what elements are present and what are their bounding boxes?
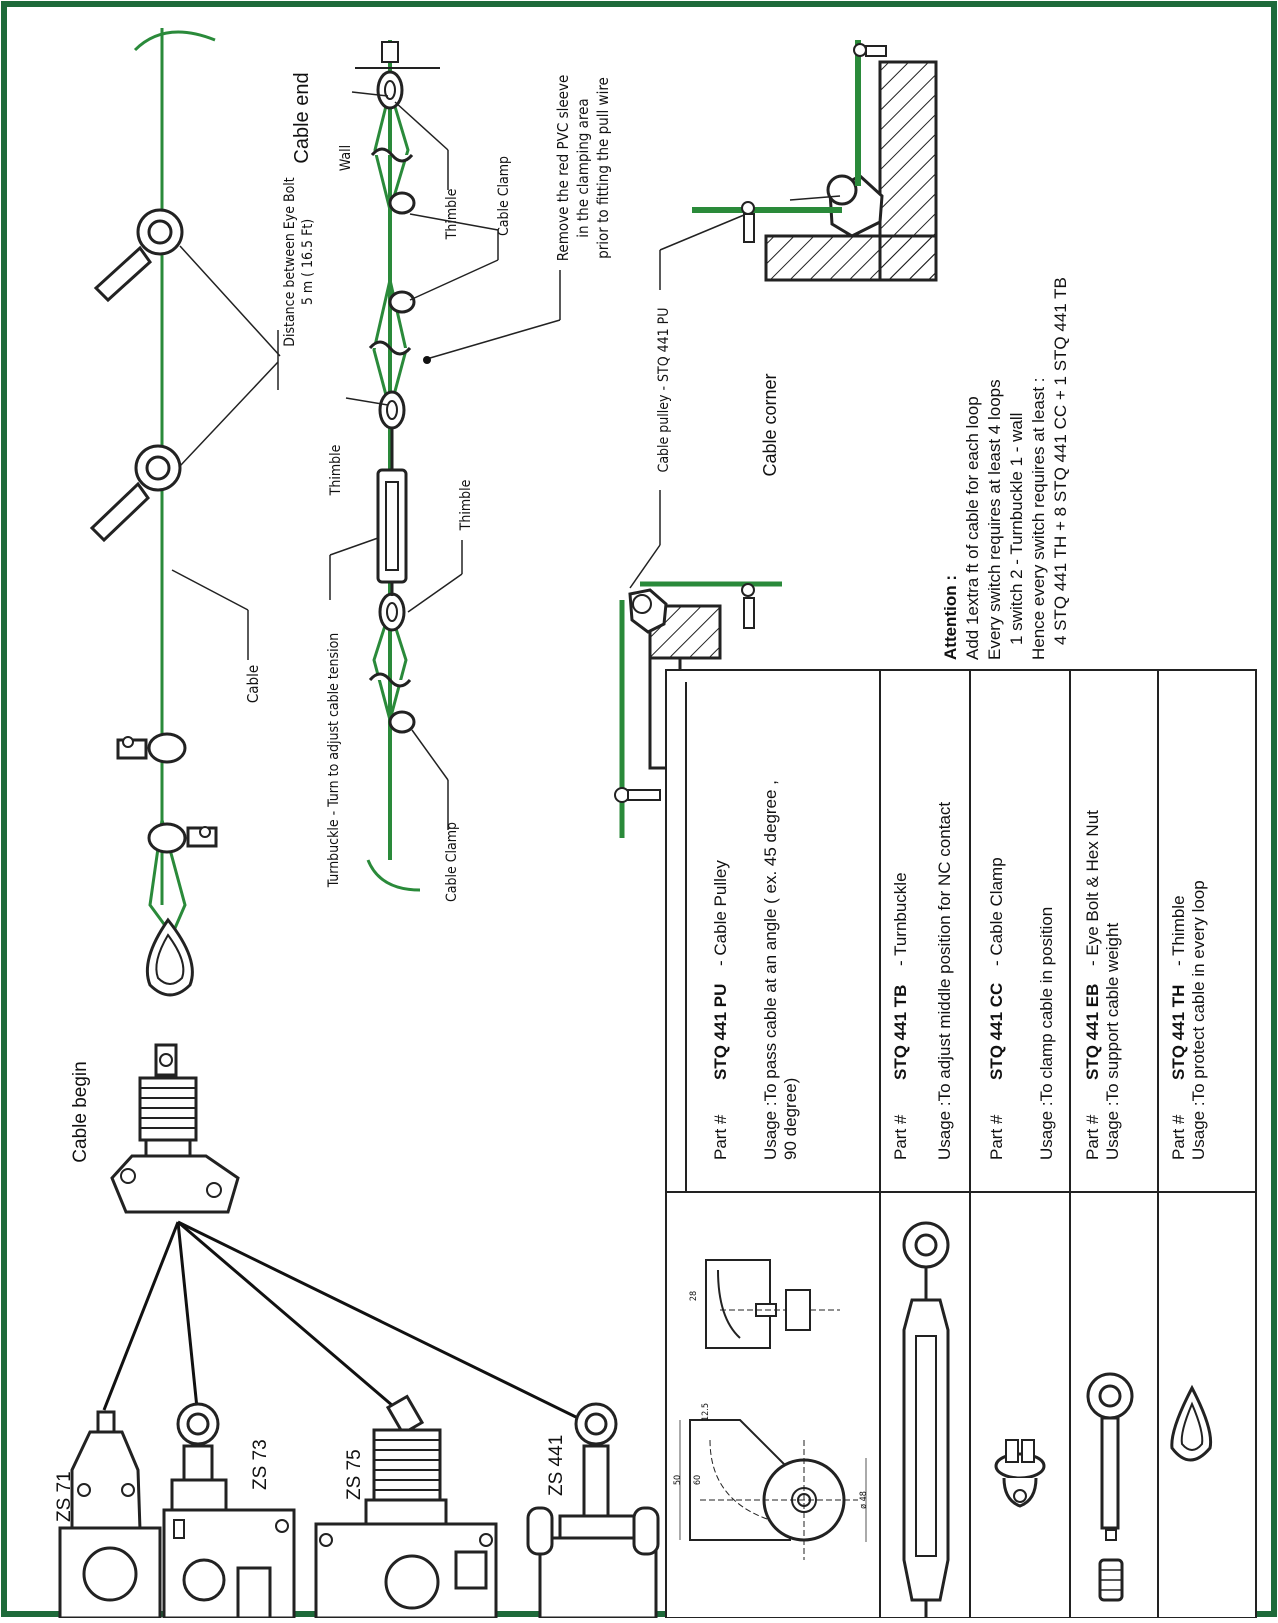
cable-end-label: Cable end <box>291 72 313 163</box>
part-name: - Cable Clamp <box>987 857 1006 966</box>
thimble-label-top: Thimble <box>444 188 460 240</box>
pulley-callout: Cable pulley - STQ 441 PU <box>629 195 841 589</box>
turnbuckle-cable-run <box>355 40 440 892</box>
distance-label-2: 5 m ( 16.5 Ft) <box>300 219 316 305</box>
attention-title: Attention : <box>941 575 960 660</box>
wall-label: Wall <box>338 145 354 171</box>
thimble-label-low: Thimble <box>458 479 474 531</box>
thimble-group-line2 <box>376 70 406 632</box>
part-code: STQ 441 TB <box>891 985 910 1080</box>
pvc-note-1: Remove the red PVC sleeve <box>554 75 572 262</box>
eyebolt-drawing <box>1086 1372 1134 1602</box>
thimble-label-mid: Thimble <box>328 444 344 496</box>
cable-corner-label: Cable corner <box>760 373 780 476</box>
part-name: - Thimble <box>1169 895 1188 966</box>
zs71-label: ZS 71 <box>54 1471 75 1522</box>
part-code: STQ 441 EB <box>1083 984 1102 1080</box>
cable-clamps-line2 <box>368 147 416 734</box>
cable-corner-upper <box>692 40 938 282</box>
part-name: - Turnbuckle <box>891 872 910 966</box>
part-name: - Eye Bolt & Hex Nut <box>1083 810 1102 966</box>
pvc-note-2: in the clamping area <box>574 98 592 237</box>
part-usage: Usage :To support cable weight <box>1103 923 1122 1160</box>
part-usage-2: 90 degree) <box>781 1078 800 1160</box>
thimble-drawing <box>1170 1384 1213 1462</box>
turnbuckle-body <box>376 428 408 596</box>
dim-28: 28 <box>689 1291 699 1301</box>
attention-note: Attention : Add 1extra ft of cable for e… <box>941 277 1070 660</box>
switch-zs441: ZS 441 <box>526 1402 660 1620</box>
cable-callout: Cable <box>171 569 262 703</box>
dim-48: ø 48 <box>859 1491 869 1509</box>
part-label: Part # <box>1169 1114 1188 1160</box>
dim-60: 60 <box>693 1475 703 1485</box>
turnbuckle-drawing <box>902 1221 950 1618</box>
attention-line-5: 4 STQ 441 TH + 8 STQ 441 CC + 1 STQ 441 … <box>1051 277 1070 645</box>
dim-12-5: 12.5 <box>701 1403 711 1421</box>
cable-pulley-label: Cable pulley - STQ 441 PU <box>656 308 672 473</box>
cable-clamp-label-low: Cable Clamp <box>444 822 460 902</box>
part-label: Part # <box>1083 1114 1102 1160</box>
part-usage: Usage :To pass cable at an angle ( ex. 4… <box>761 780 780 1160</box>
part-row-turnbuckle: Part # STQ 441 TB - Turnbuckle Usage :To… <box>891 802 954 1160</box>
distance-callout: Distance between Eye Bolt 5 m ( 16.5 Ft) <box>179 177 316 467</box>
part-usage: Usage :To protect cable in every loop <box>1189 880 1208 1160</box>
part-usage: Usage :To adjust middle position for NC … <box>935 802 954 1160</box>
cable-label: Cable <box>244 665 262 703</box>
switch-zs75: ZS 75 <box>314 1394 498 1620</box>
attention-line-4: Hence every switch requires at least : <box>1029 377 1048 660</box>
part-row-clamp: Part # STQ 441 CC - Cable Clamp Usage :T… <box>987 857 1056 1160</box>
pvc-note-3: prior to fitting the pull wire <box>594 77 612 259</box>
part-label: Part # <box>711 1114 730 1160</box>
part-row-pulley: Part # STQ 441 PU - Cable Pulley Usage :… <box>711 780 800 1160</box>
part-row-eyebolt: Part # STQ 441 EB - Eye Bolt & Hex Nut U… <box>1083 810 1122 1160</box>
eye-bolt-upper <box>93 208 184 303</box>
part-name: - Cable Pulley <box>711 860 730 966</box>
clamp-drawing <box>994 1439 1046 1508</box>
cable-clamp-line1 <box>116 732 218 854</box>
part-code: STQ 441 PU <box>711 984 730 1080</box>
switch-connection-lines <box>102 1220 583 1422</box>
switch-head <box>110 1043 240 1214</box>
zs75-label: ZS 75 <box>344 1449 365 1500</box>
part-usage: Usage :To clamp cable in position <box>1037 907 1056 1160</box>
cable-begin-label: Cable begin <box>70 1061 91 1162</box>
zs441-label: ZS 441 <box>546 1435 567 1496</box>
pulley-drawing: 50 60 ø 48 12.5 28 <box>673 1259 869 1560</box>
attention-line-2: Every switch requires at least 4 loops <box>985 379 1004 660</box>
part-code: STQ 441 TH <box>1169 985 1188 1080</box>
eye-bolt-lower <box>89 444 182 543</box>
thimble-line1 <box>145 917 194 997</box>
zs73-label: ZS 73 <box>250 1439 271 1490</box>
switch-zs71: ZS 71 <box>54 1410 162 1620</box>
part-label: Part # <box>891 1114 910 1160</box>
line2-callouts: Wall Thimble Cable Clamp Remove the red … <box>326 75 612 902</box>
cable-clamp-label-top: Cable Clamp <box>496 156 512 236</box>
part-label: Part # <box>987 1114 1006 1160</box>
switch-zs73: ZS 73 <box>162 1402 296 1620</box>
attention-line-1: Add 1extra ft of cable for each loop <box>963 396 982 660</box>
distance-label-1: Distance between Eye Bolt <box>282 177 298 347</box>
attention-line-3: 1 switch 2 - Turnbuckle 1 - wall <box>1007 413 1026 645</box>
dim-50: 50 <box>673 1475 683 1485</box>
part-row-thimble: Part # STQ 441 TH - Thimble Usage :To pr… <box>1169 880 1208 1160</box>
part-code: STQ 441 CC <box>987 983 1006 1080</box>
turnbuckle-note: Turnbuckle - Turn to adjust cable tensio… <box>326 633 342 889</box>
